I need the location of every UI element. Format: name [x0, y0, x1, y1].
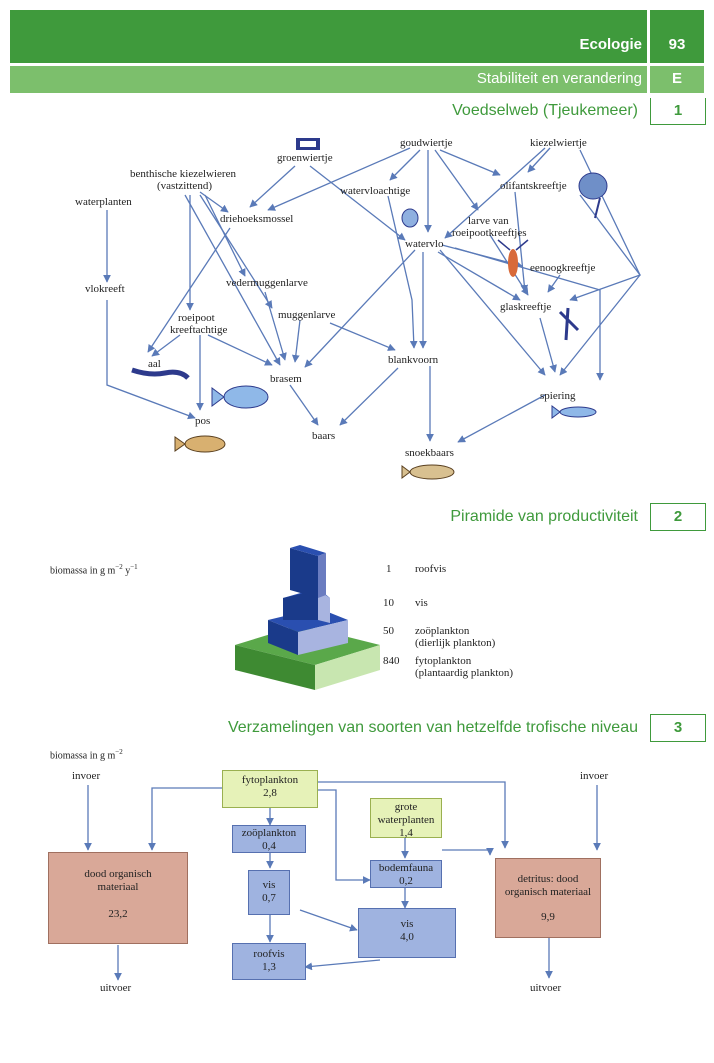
label-driehoeksmossel: driehoeksmossel — [220, 213, 294, 225]
invoer-left: invoer — [72, 770, 101, 782]
pyramid-value-vis: 10 — [383, 597, 394, 609]
pyramid-label-vis: vis — [415, 597, 428, 609]
label-watervlo: watervlo — [405, 238, 444, 250]
label-watervloachtige: watervloachtige — [340, 185, 411, 197]
pyramid-label-zooplankton-sub: (dierlijk plankton) — [415, 637, 496, 649]
subtitle-letter: E — [671, 70, 682, 87]
uitvoer-right: uitvoer — [530, 982, 562, 994]
label-waterplanten: waterplanten — [75, 196, 132, 208]
section-title-trophic: Verzamelingen van soorten van hetzelfde … — [227, 719, 638, 736]
label-vedermuggenlarve: vedermuggenlarve — [226, 277, 308, 289]
page-number: 93 — [668, 36, 686, 53]
label-larve-1: larve van — [468, 215, 509, 227]
section-number-3: 3 — [650, 714, 706, 742]
pyramid-label-zooplankton: zoöplankton — [415, 625, 470, 637]
label-kiezelwiertje: kiezelwiertje — [530, 137, 587, 149]
box-fytoplankton: fytoplankton 2,8 — [222, 770, 318, 808]
subtitle-letter-box — [650, 66, 704, 93]
box-zooplankton: zoöplankton 0,4 — [232, 825, 306, 853]
box-dood-organisch: dood organisch materiaal 23,2 — [48, 852, 188, 944]
chapter-title: Ecologie — [579, 36, 642, 53]
label-blankvoorn: blankvoorn — [388, 354, 439, 366]
label-muggenlarve: muggenlarve — [278, 309, 336, 321]
pyramid-label-roofvis: roofvis — [415, 563, 447, 575]
section-title-foodweb: Voedselweb (Tjeukemeer) — [452, 102, 638, 119]
label-vlokreeft: vlokreeft — [85, 283, 125, 295]
pyramid-value-fytoplankton: 840 — [383, 655, 400, 667]
label-roeipoot-1: roeipoot — [178, 312, 215, 324]
label-spiering: spiering — [540, 390, 576, 402]
subheader-band — [10, 66, 647, 93]
section-number-2: 2 — [650, 503, 706, 531]
box-vis-small: vis 0,7 — [248, 870, 290, 915]
label-brasem: brasem — [270, 373, 302, 385]
pyramid-unit-label: biomassa in g m−2 y−1 — [50, 563, 138, 577]
pyramid-value-roofvis: 1 — [386, 563, 392, 575]
label-groenwiertje: groenwiertje — [277, 152, 333, 164]
label-benthisch-1: benthische kiezelwieren — [130, 168, 236, 180]
flow-unit-label: biomassa in g m−2 — [50, 748, 123, 762]
invoer-right: invoer — [580, 770, 609, 782]
pyramid-label-fytoplankton: fytoplankton — [415, 655, 472, 667]
pyramid-label-fytoplankton-sub: (plantaardig plankton) — [415, 667, 514, 679]
label-olifantskreeftje: olifantskreeftje — [500, 180, 567, 192]
label-baars: baars — [312, 430, 336, 442]
header-band — [10, 10, 647, 63]
section-number-1: 1 — [650, 98, 706, 125]
label-benthisch-2: (vastzittend) — [157, 180, 212, 192]
box-vis-large: vis 4,0 — [358, 908, 456, 958]
label-aal: aal — [148, 358, 161, 370]
label-pos: pos — [195, 415, 211, 427]
box-roofvis: roofvis 1,3 — [232, 943, 306, 980]
label-glaskreeftje: glaskreeftje — [500, 301, 552, 313]
box-detritus: detritus: dood organisch materiaal 9,9 — [495, 858, 601, 938]
subtitle: Stabiliteit en verandering — [476, 70, 642, 87]
page-number-box — [650, 10, 704, 63]
label-eenoogkreeftje: eenoogkreeftje — [530, 262, 596, 274]
box-bodemfauna: bodemfauna 0,2 — [370, 860, 442, 888]
section-title-pyramid: Piramide van productiviteit — [450, 508, 638, 525]
label-roeipoot-2: kreeftachtige — [170, 324, 228, 336]
label-goudwiertje: goudwiertje — [400, 137, 453, 149]
organism-icons — [131, 138, 608, 480]
uitvoer-left: uitvoer — [100, 982, 132, 994]
label-snoekbaars: snoekbaars — [405, 447, 454, 459]
box-grote-waterplanten: grote waterplanten 1,4 — [370, 798, 442, 839]
label-larve-2: roeipootkreeftjes — [452, 227, 527, 239]
pyramid-value-zooplankton: 50 — [383, 625, 394, 637]
